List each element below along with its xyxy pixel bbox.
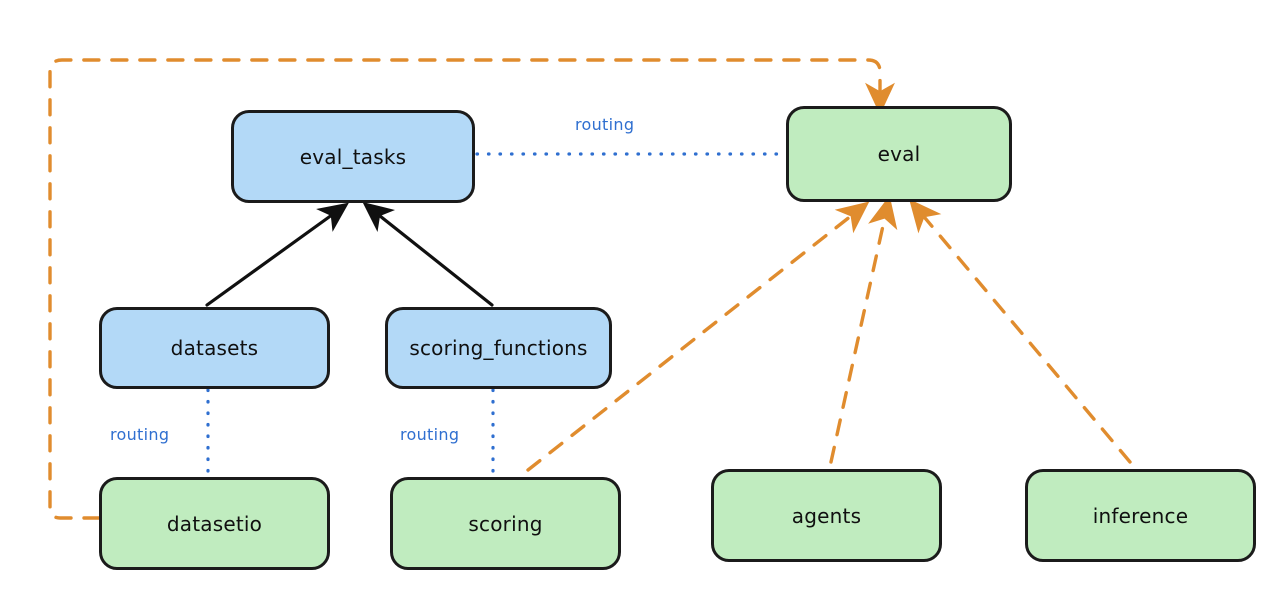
node-eval[interactable]: eval [786, 106, 1012, 202]
edge-inference-eval [909, 198, 1132, 464]
node-label: eval_tasks [299, 144, 407, 169]
node-agents[interactable]: agents [711, 469, 942, 562]
node-label: scoring_functions [409, 336, 588, 360]
node-label: inference [1092, 503, 1189, 528]
edge-label-routing-eval-tasks-eval: routing [575, 115, 635, 134]
node-scoring-functions[interactable]: scoring_functions [385, 307, 612, 389]
node-datasetio[interactable]: datasetio [99, 477, 330, 570]
edge-label-routing-scoring-functions-scoring: routing [400, 425, 460, 444]
node-label: agents [791, 503, 862, 528]
node-label: datasets [170, 336, 259, 360]
edge-agents-eval [829, 195, 898, 464]
node-datasets[interactable]: datasets [99, 307, 330, 389]
node-scoring[interactable]: scoring [390, 477, 621, 570]
edge-scoring-eval [526, 201, 870, 472]
edge-label-routing-datasets-datasetio: routing [110, 425, 170, 444]
node-label: eval [877, 142, 921, 166]
node-label: datasetio [166, 511, 263, 536]
node-label: scoring [468, 511, 543, 536]
node-eval-tasks[interactable]: eval_tasks [231, 110, 475, 203]
node-inference[interactable]: inference [1025, 469, 1256, 562]
edge-datasets-eval-tasks [205, 202, 349, 307]
edge-scoring-functions-eval-tasks [362, 202, 494, 307]
edge-datasetio-eval [48, 58, 895, 520]
